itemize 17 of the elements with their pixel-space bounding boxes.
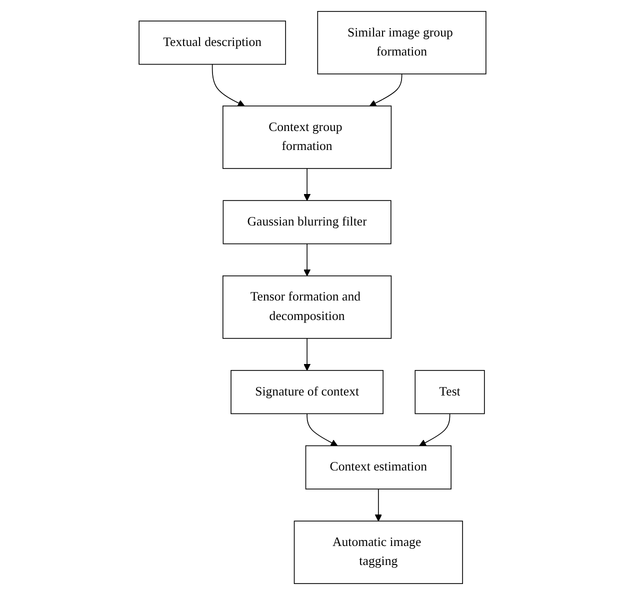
node-box: Similar image group formation — [317, 11, 486, 74]
node-box: Context group formation — [222, 106, 392, 169]
arrow — [374, 488, 382, 522]
arrow — [419, 413, 450, 446]
arrow — [304, 243, 311, 276]
node-box: Signature of context — [230, 370, 384, 414]
node-box: Automatic image tagging — [294, 520, 463, 584]
node-box: Gaussian blurring filter — [222, 200, 392, 244]
node-box: Tensor formation and decomposition — [222, 275, 392, 339]
node-box: Textual description — [138, 20, 286, 65]
node-box: Test — [414, 370, 485, 414]
node-box: Context estimation — [305, 445, 452, 490]
arrow — [212, 64, 245, 106]
arrow — [304, 338, 311, 371]
arrow — [306, 413, 338, 446]
arrow — [369, 74, 402, 106]
arrow — [304, 168, 311, 201]
